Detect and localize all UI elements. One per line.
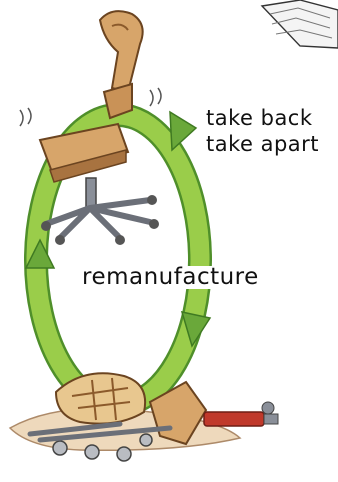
paper-stack-icon [262,0,338,48]
label-take-apart: take apart [206,134,319,155]
label-take-back: take back [206,108,313,129]
arrow-head-right-top [170,112,196,150]
label-remanufacture: remanufacture [80,266,261,289]
